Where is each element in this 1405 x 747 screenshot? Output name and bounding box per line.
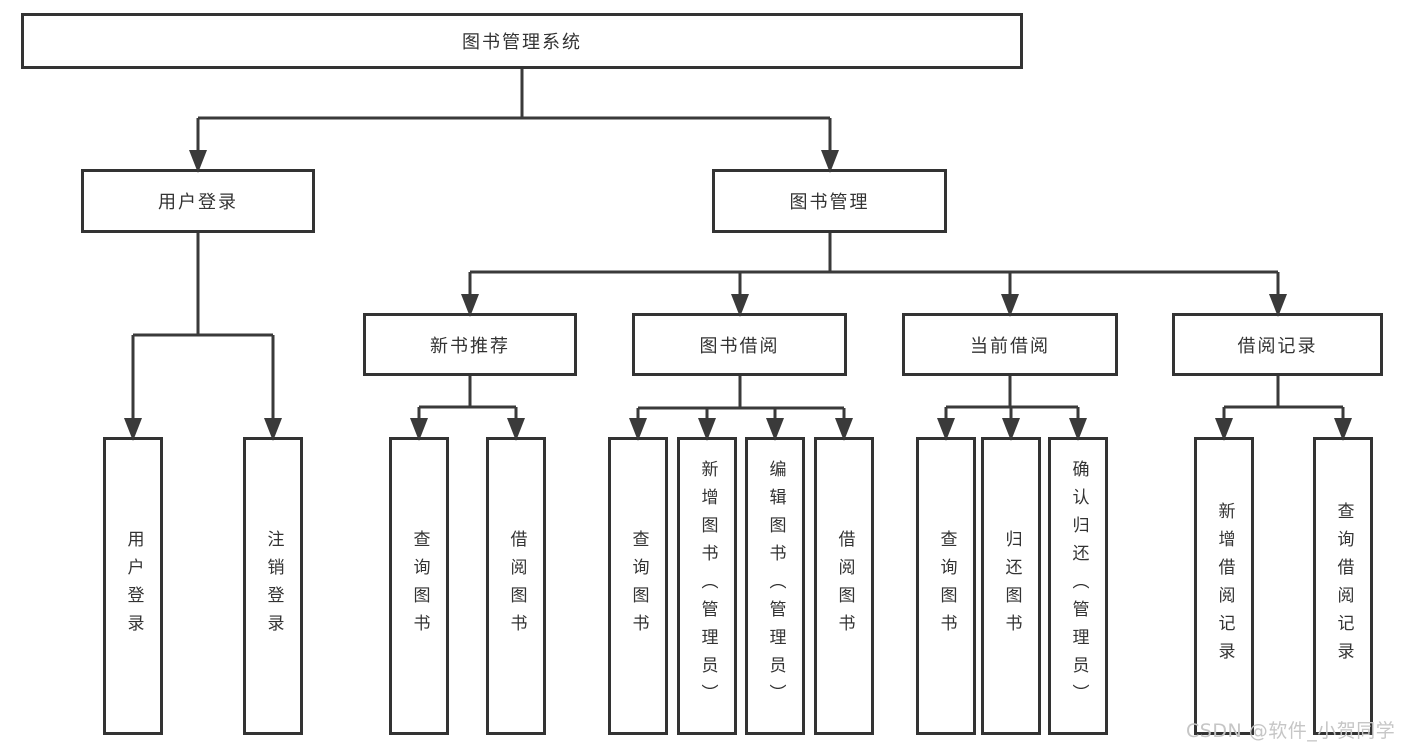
leaf-query-books-current: 查询图书 xyxy=(916,437,976,735)
leaf-query-borrow-record: 查询借阅记录 xyxy=(1313,437,1373,735)
leaf-query-books-borrow: 查询图书 xyxy=(608,437,668,735)
node-book-borrowing: 图书借阅 xyxy=(632,313,847,376)
leaf-logout-label: 注销登录 xyxy=(263,530,284,642)
connector-newbook-to-leaves xyxy=(410,376,525,441)
leaf-user-login: 用户登录 xyxy=(103,437,163,735)
connector-root-to-level2 xyxy=(189,69,839,173)
leaf-query-books-newrec: 查询图书 xyxy=(389,437,449,735)
node-root: 图书管理系统 xyxy=(21,13,1023,69)
node-current-borrowing-label: 当前借阅 xyxy=(970,335,1050,357)
leaf-query-borrow-record-label: 查询借阅记录 xyxy=(1333,502,1354,670)
leaf-add-books-admin: 新增图书（管理员） xyxy=(677,437,737,735)
node-book-borrowing-label: 图书借阅 xyxy=(699,335,780,357)
node-new-book-recommend: 新书推荐 xyxy=(363,313,577,376)
leaf-edit-books-admin-label: 编辑图书（管理员） xyxy=(765,460,786,712)
leaf-confirm-return-admin-label: 确认归还（管理员） xyxy=(1068,460,1089,712)
leaf-add-borrow-record: 新增借阅记录 xyxy=(1194,437,1254,735)
node-new-book-recommend-label: 新书推荐 xyxy=(430,335,510,357)
connector-borrowrecords-to-leaves xyxy=(1215,376,1352,441)
leaf-edit-books-admin: 编辑图书（管理员） xyxy=(745,437,805,735)
leaf-add-borrow-record-label: 新增借阅记录 xyxy=(1214,502,1235,670)
connector-bookmgmt-to-level3 xyxy=(461,233,1287,317)
leaf-return-books: 归还图书 xyxy=(981,437,1041,735)
leaf-query-books-current-label: 查询图书 xyxy=(936,530,957,642)
node-root-label: 图书管理系统 xyxy=(462,32,582,53)
connector-bookborrow-to-leaves xyxy=(629,376,853,441)
node-user-login: 用户登录 xyxy=(81,169,315,233)
leaf-borrow-books-newrec-label: 借阅图书 xyxy=(506,530,527,642)
node-book-management: 图书管理 xyxy=(712,169,947,233)
node-user-login-label: 用户登录 xyxy=(158,192,238,213)
leaf-return-books-label: 归还图书 xyxy=(1001,530,1022,642)
leaf-logout: 注销登录 xyxy=(243,437,303,735)
connector-currentborrow-to-leaves xyxy=(937,376,1087,441)
leaf-borrow-books-borrow-label: 借阅图书 xyxy=(834,530,855,642)
node-current-borrowing: 当前借阅 xyxy=(902,313,1118,376)
node-borrowing-records: 借阅记录 xyxy=(1172,313,1383,376)
leaf-add-books-admin-label: 新增图书（管理员） xyxy=(697,460,718,712)
leaf-confirm-return-admin: 确认归还（管理员） xyxy=(1048,437,1108,735)
leaf-query-books-borrow-label: 查询图书 xyxy=(628,530,649,642)
leaf-borrow-books-borrow: 借阅图书 xyxy=(814,437,874,735)
connector-userlogin-to-leaves xyxy=(124,233,282,441)
leaf-borrow-books-newrec: 借阅图书 xyxy=(486,437,546,735)
csdn-watermark: CSDN @软件_小贺同学 xyxy=(1186,720,1396,742)
leaf-query-books-newrec-label: 查询图书 xyxy=(409,530,430,642)
node-borrowing-records-label: 借阅记录 xyxy=(1237,335,1318,357)
node-book-management-label: 图书管理 xyxy=(789,192,870,213)
leaf-user-login-label: 用户登录 xyxy=(123,530,144,642)
